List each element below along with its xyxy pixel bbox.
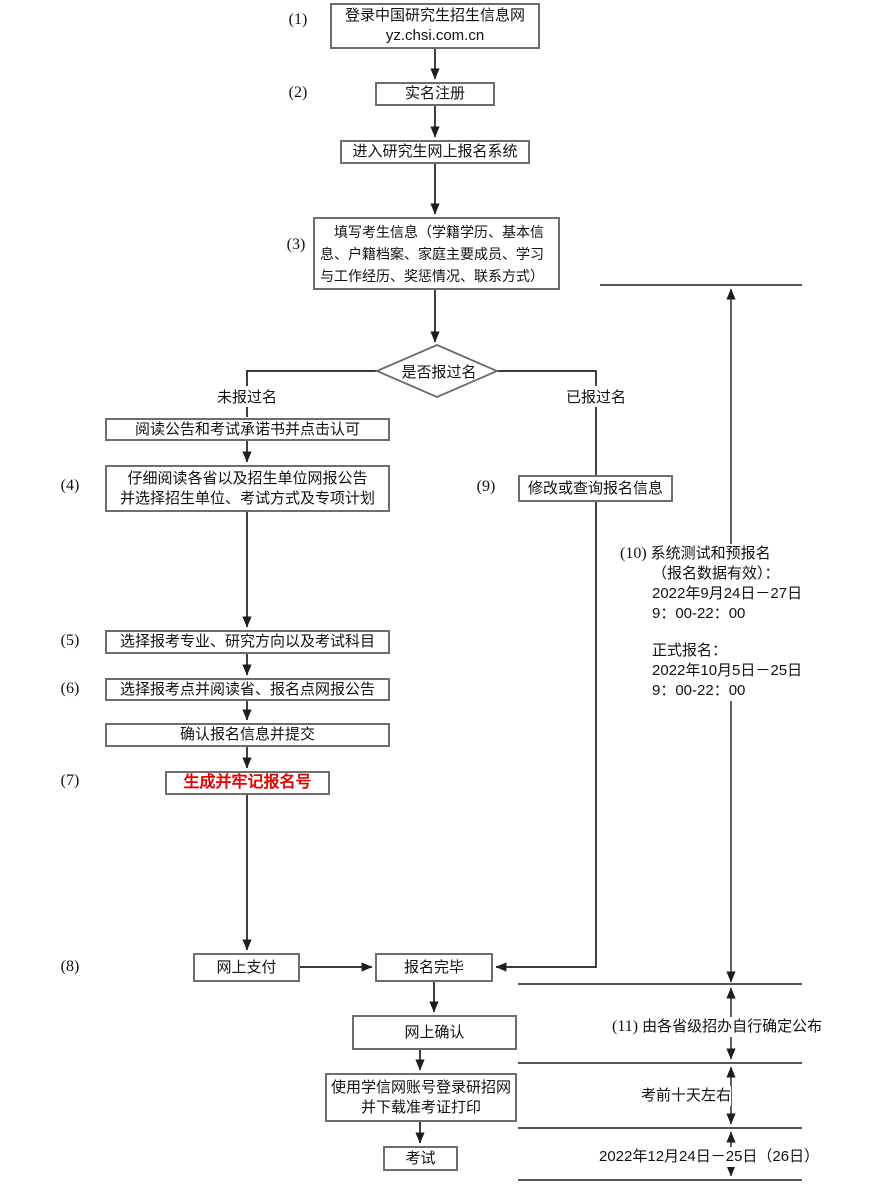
node-online-confirm: 网上确认: [352, 1015, 517, 1050]
decision-label: 是否报过名: [401, 364, 477, 381]
province-announce-label: 由各省级招办自行确定公布: [642, 1018, 823, 1035]
node-enter-system: 进入研究生网上报名系统: [340, 140, 530, 164]
node-read-province-line2: 并选择招生单位、考试方式及专项计划: [119, 489, 375, 507]
node-choose-major: 选择报考专业、研究方向以及考试科目: [105, 630, 390, 654]
node-read-province-line1: 仔细阅读各省以及招生单位网报公告: [127, 469, 368, 487]
schedule-formal-title: 正式报名：: [652, 642, 728, 659]
before-exam-annotation: 考前十天左右: [641, 1086, 732, 1106]
node-fill-info-line1: 填写考生信息（学籍学历、基本信: [334, 223, 544, 240]
step-6-label: (6): [60, 680, 80, 697]
schedule-title: 系统测试和预报名: [650, 545, 771, 562]
flow-arrows: [242, 49, 597, 1144]
node-fill-info-line3: 与工作经历、奖惩情况、联系方式）: [320, 267, 544, 284]
decision-diamond: [374, 344, 500, 398]
node-pay: 网上支付: [193, 953, 300, 982]
exam-date-annotation: 2022年12月24日－25日（26日）: [599, 1147, 820, 1167]
node-exam: 考试: [383, 1146, 458, 1171]
schedule-formal-time: 9：00-22：00: [652, 682, 746, 699]
node-download-ticket-line2: 并下载准考证打印: [360, 1098, 481, 1116]
node-download-ticket-line1: 使用学信网账号登录研招网: [330, 1078, 511, 1096]
step-11-label: (11): [612, 1018, 639, 1035]
step-8-label: (8): [60, 958, 80, 975]
step-3-label: (3): [286, 236, 306, 253]
schedule-valid-note: （报名数据有效）：: [652, 565, 780, 582]
node-read-notice: 阅读公告和考试承诺书并点击认可: [105, 418, 390, 441]
branch-yes-label: 已报过名: [553, 386, 639, 407]
step-10-label: (10): [620, 545, 647, 562]
step-9-label: (9): [476, 478, 496, 495]
node-register: 实名注册: [375, 82, 495, 106]
timeline-marks: [518, 284, 802, 1181]
node-fill-info-line2: 息、户籍档案、家庭主要成员、学习: [320, 245, 544, 262]
step-1-label: (1): [288, 11, 308, 28]
node-login-line1: 登录中国研究生招生信息网: [344, 7, 525, 25]
node-login-line2: yz.chsi.com.cn: [385, 27, 485, 44]
schedule-annotation: (10) 系统测试和预报名 （报名数据有效）： 2022年9月24日－27日 9…: [620, 544, 820, 701]
step-5-label: (5): [60, 632, 80, 649]
schedule-formal-date: 2022年10月5日－25日: [652, 662, 803, 679]
node-generate-id: 生成并牢记报名号: [165, 771, 330, 795]
schedule-pre-date: 2022年9月24日－27日: [652, 585, 803, 602]
node-choose-site: 选择报考点并阅读省、报名点网报公告: [105, 678, 390, 701]
schedule-pre-time: 9：00-22：00: [652, 605, 746, 622]
node-confirm-submit: 确认报名信息并提交: [105, 723, 390, 747]
branch-no-label: 未报过名: [204, 386, 290, 407]
step-4-label: (4): [60, 477, 80, 494]
node-read-province: 仔细阅读各省以及招生单位网报公告 并选择招生单位、考试方式及专项计划: [105, 465, 390, 512]
node-modify: 修改或查询报名信息: [518, 475, 673, 502]
step-2-label: (2): [288, 84, 308, 101]
node-login: 登录中国研究生招生信息网 yz.chsi.com.cn: [330, 3, 540, 49]
node-fill-info: 填写考生信息（学籍学历、基本信 息、户籍档案、家庭主要成员、学习 与工作经历、奖…: [313, 217, 560, 290]
step-7-label: (7): [60, 772, 80, 789]
province-announce-annotation: (11)由各省级招办自行确定公布: [612, 1017, 823, 1037]
node-complete: 报名完毕: [375, 953, 493, 982]
node-download-ticket: 使用学信网账号登录研招网 并下载准考证打印: [325, 1073, 517, 1122]
